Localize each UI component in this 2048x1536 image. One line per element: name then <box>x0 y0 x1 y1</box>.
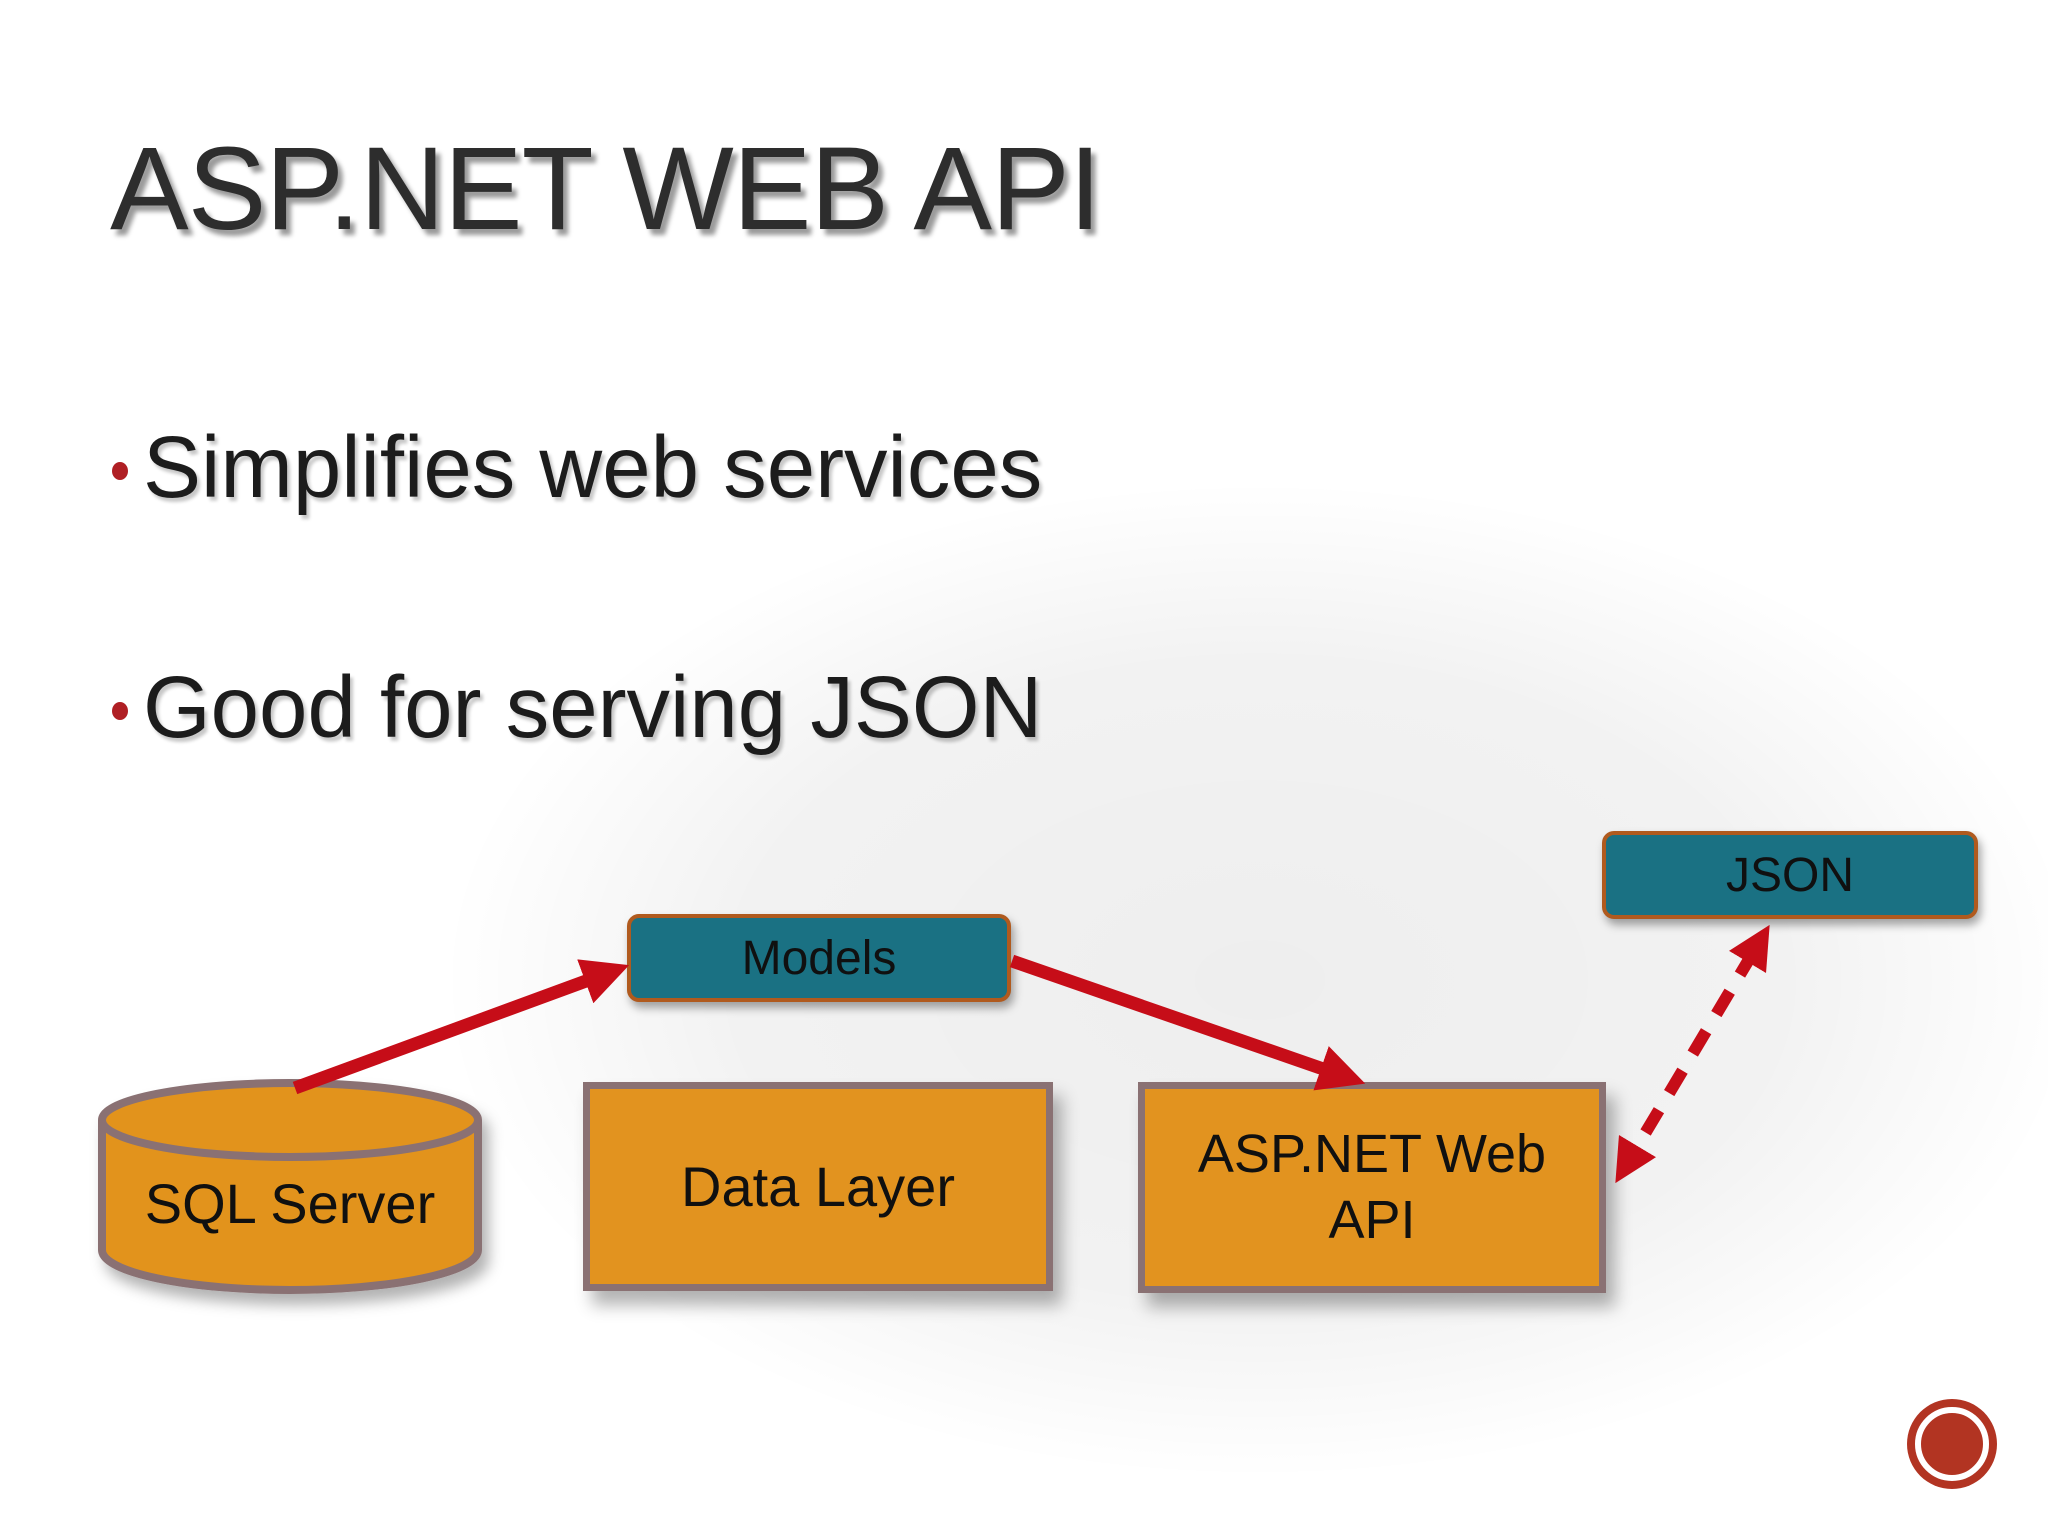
node-data-layer: Data Layer <box>583 1082 1053 1291</box>
node-aspnet-web-api-label: ASP.NET Web API <box>1197 1123 1547 1250</box>
bullet-item: Simplifies web services <box>143 419 1043 516</box>
bullet-dot <box>112 462 128 480</box>
node-json: JSON <box>1602 831 1978 919</box>
node-aspnet-web-api: ASP.NET Web API <box>1138 1082 1606 1293</box>
node-models: Models <box>627 914 1011 1002</box>
bullet-item: Good for serving JSON <box>143 659 1043 756</box>
node-sql-server-label: SQL Server <box>144 1172 436 1235</box>
slide-title: ASP.NET WEB API <box>110 123 1102 255</box>
bullet-dot <box>112 702 128 720</box>
node-data-layer-label: Data Layer <box>681 1155 955 1218</box>
node-models-label: Models <box>741 931 897 985</box>
node-json-label: JSON <box>1725 848 1854 902</box>
